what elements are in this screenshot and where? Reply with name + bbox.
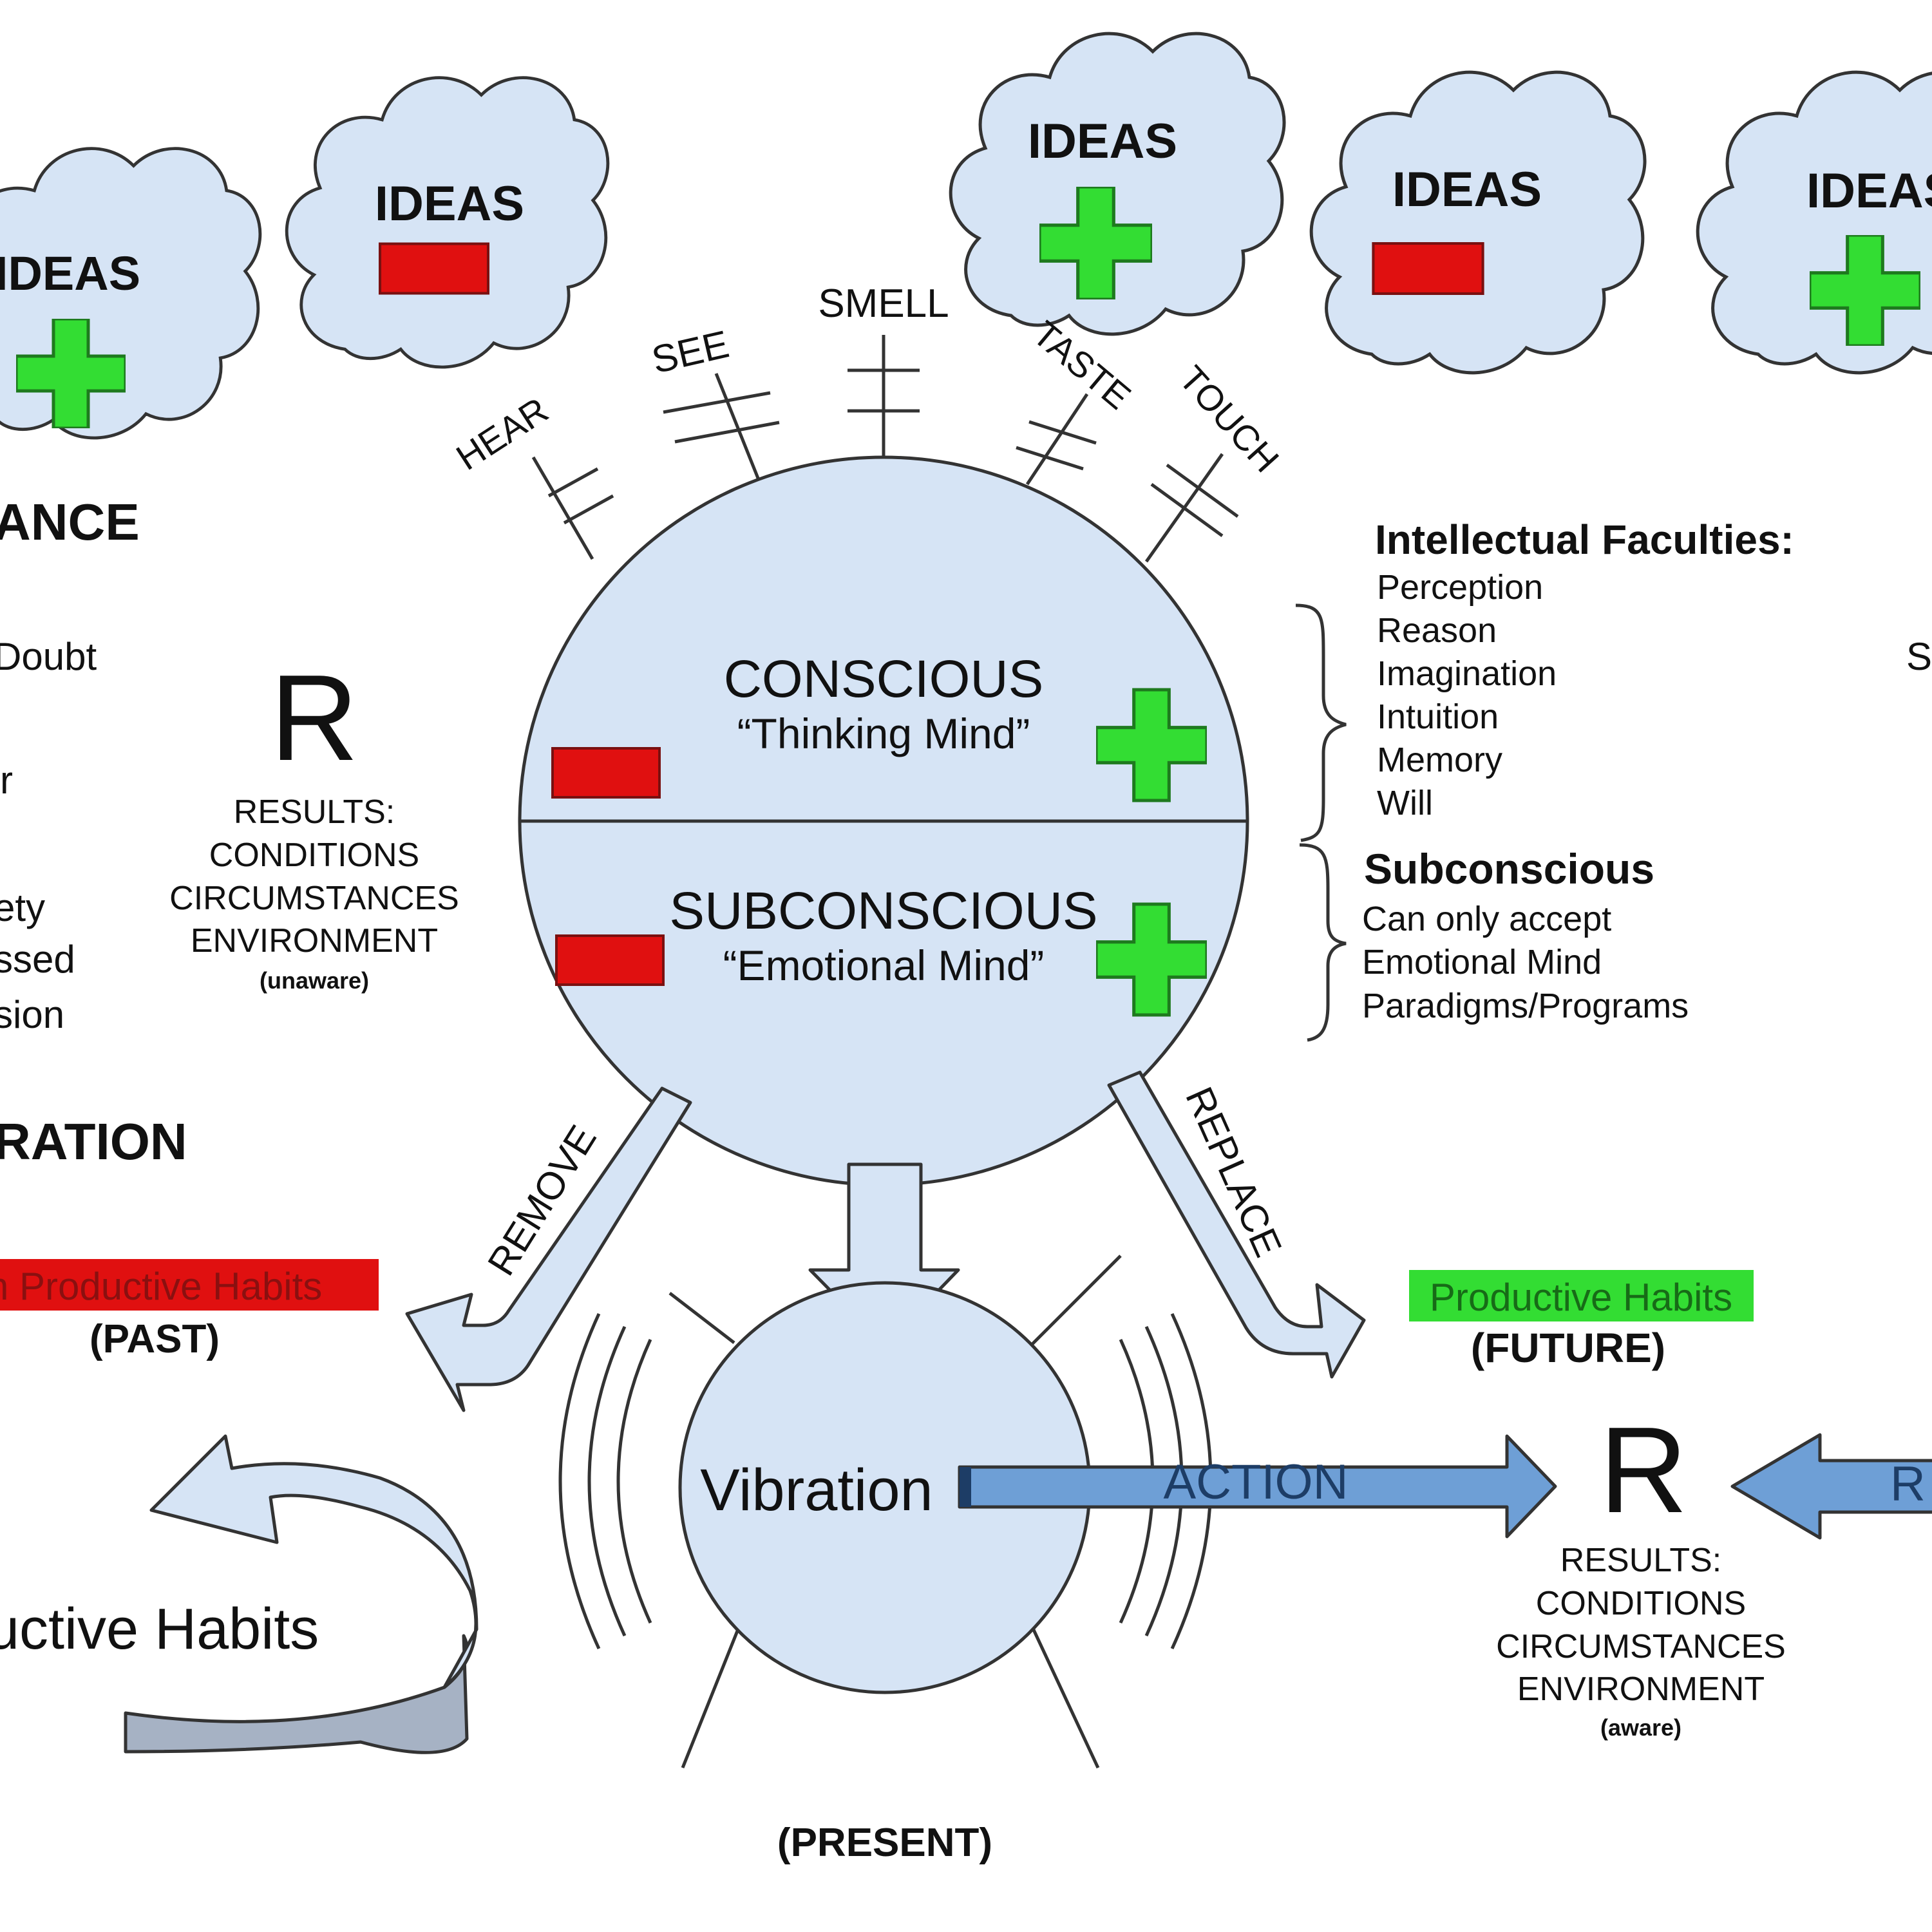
result-note: (aware) bbox=[1600, 1714, 1681, 1741]
left-fragment-r: r bbox=[0, 759, 13, 802]
faculty-item: Intuition bbox=[1377, 697, 1499, 736]
vibration-label: Vibration bbox=[700, 1457, 933, 1523]
action-arrow: ACTION bbox=[958, 1434, 1557, 1539]
right-result-block: R RESULTS: CONDITIONS CIRCUMSTANCES ENVI… bbox=[1496, 1402, 1786, 1741]
result-letter: R bbox=[1599, 1402, 1687, 1539]
left-result-block: R RESULTS: CONDITIONS CIRCUMSTANCES ENVI… bbox=[169, 650, 459, 994]
past-habits: n Productive Habits (PAST) bbox=[0, 1259, 379, 1361]
faculties-brace bbox=[1295, 603, 1347, 1042]
future-habits-label: Productive Habits bbox=[1430, 1276, 1732, 1319]
result-line: ENVIRONMENT bbox=[191, 922, 438, 960]
left-fragment-sion: sion bbox=[0, 993, 64, 1036]
subconscious-item: Emotional Mind bbox=[1362, 943, 1602, 981]
remove-arrow: REMOVE bbox=[405, 1086, 692, 1412]
result-line: CONDITIONS bbox=[1536, 1585, 1746, 1622]
action-label: ACTION bbox=[1163, 1455, 1348, 1510]
right-edge-fragment: S bbox=[1906, 635, 1932, 678]
sense-smell: SMELL bbox=[818, 281, 949, 326]
subconscious-item: Paradigms/Programs bbox=[1362, 987, 1689, 1025]
result-line: RESULTS: bbox=[1560, 1542, 1721, 1579]
subconscious-subtitle: “Emotional Mind” bbox=[723, 942, 1045, 989]
cloud-label: IDEAS bbox=[1392, 162, 1542, 217]
minus-icon bbox=[553, 748, 659, 797]
right-arrow-fragment: R bbox=[1890, 1457, 1926, 1511]
habit-cycle-arrow: uctive Habits bbox=[0, 1434, 478, 1754]
subconscious-item: Can only accept bbox=[1362, 900, 1611, 938]
future-time: (FUTURE) bbox=[1471, 1325, 1665, 1371]
faculty-item: Memory bbox=[1377, 741, 1502, 779]
left-fragment-ration: RATION bbox=[0, 1113, 187, 1170]
cycle-habits-label: uctive Habits bbox=[0, 1597, 319, 1662]
result-line: RESULTS: bbox=[234, 793, 395, 831]
idea-cloud-3: IDEAS bbox=[951, 33, 1284, 334]
faculty-item: Reason bbox=[1377, 611, 1497, 650]
sense-touch: TOUCH bbox=[1171, 358, 1287, 480]
faculties-heading: Intellectual Faculties: bbox=[1375, 516, 1794, 563]
past-highlight bbox=[0, 1259, 379, 1311]
faculty-item: Imagination bbox=[1377, 654, 1557, 693]
result-line: CONDITIONS bbox=[209, 837, 419, 874]
past-habits-label: n Productive Habits bbox=[0, 1265, 322, 1308]
result-line: ENVIRONMENT bbox=[1517, 1671, 1765, 1708]
idea-cloud-5: IDEAS bbox=[1698, 72, 1932, 373]
past-time: (PAST) bbox=[90, 1317, 220, 1361]
conscious-title: CONSCIOUS bbox=[724, 650, 1044, 708]
left-fragment-ssed: ssed bbox=[0, 938, 75, 981]
future-habits: Productive Habits (FUTURE) bbox=[1409, 1270, 1754, 1371]
idea-cloud-1: IDEAS bbox=[0, 149, 260, 438]
idea-cloud-2: IDEAS bbox=[287, 78, 608, 367]
future-highlight bbox=[1409, 1270, 1754, 1321]
idea-cloud-4: IDEAS bbox=[1311, 72, 1645, 373]
cloud-label: IDEAS bbox=[375, 176, 524, 231]
mind-circle: CONSCIOUS “Thinking Mind” SUBCONSCIOUS “… bbox=[518, 455, 1249, 1187]
cloud-label: IDEAS bbox=[0, 247, 140, 300]
cloud-label: IDEAS bbox=[1806, 164, 1932, 218]
conscious-subtitle: “Thinking Mind” bbox=[737, 710, 1030, 757]
result-note: (unaware) bbox=[260, 967, 369, 994]
sense-antennae bbox=[531, 335, 1239, 563]
subconscious-heading: Subconscious bbox=[1364, 845, 1654, 893]
result-line: CIRCUMSTANCES bbox=[1496, 1628, 1786, 1665]
present-time: (PRESENT) bbox=[777, 1821, 992, 1865]
cloud-label: IDEAS bbox=[1028, 114, 1177, 169]
subconscious-title: SUBCONSCIOUS bbox=[669, 882, 1097, 940]
result-letter: R bbox=[270, 650, 358, 786]
left-fragment-ance: ANCE bbox=[0, 493, 140, 551]
faculty-item: Will bbox=[1377, 784, 1433, 822]
right-incoming-arrow: R bbox=[1730, 1433, 1932, 1540]
faculty-item: Perception bbox=[1377, 568, 1543, 607]
left-fragment-doubt: Doubt bbox=[0, 635, 97, 678]
result-line: CIRCUMSTANCES bbox=[169, 880, 459, 917]
minus-icon bbox=[556, 936, 663, 985]
minus-icon bbox=[380, 244, 488, 294]
minus-icon bbox=[1373, 243, 1482, 294]
sense-see: SEE bbox=[648, 322, 733, 381]
left-fragment-ety: ety bbox=[0, 886, 45, 929]
